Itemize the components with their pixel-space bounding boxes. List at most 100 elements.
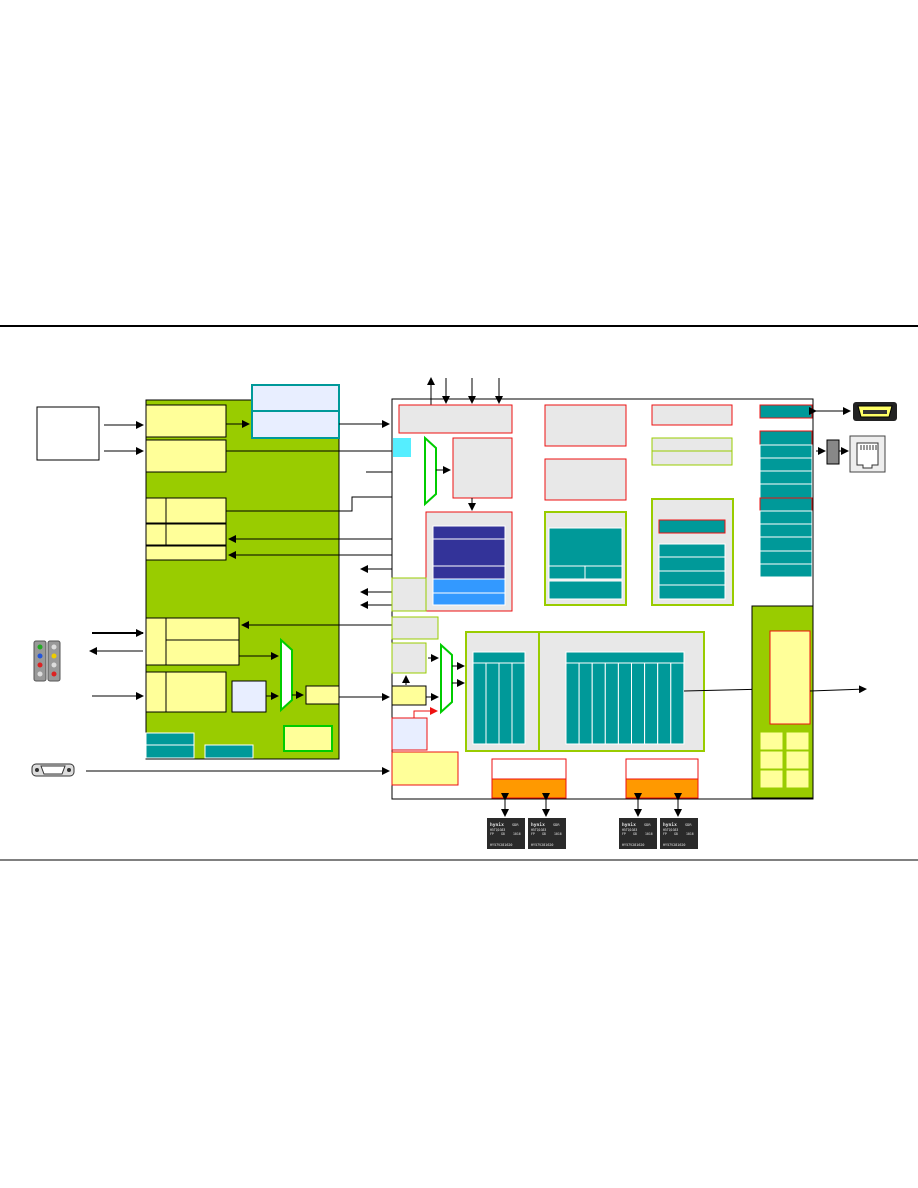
memory-controller-row-3 [658, 556, 726, 572]
pipeline-b-header [565, 651, 685, 664]
frontend-block-3 [165, 497, 227, 524]
audio-mux [280, 637, 293, 713]
memory-chip-label: SDR [685, 823, 692, 827]
audio-block-side-2 [145, 671, 167, 713]
graphics-module-row-3 [548, 580, 623, 600]
frontend-teal-3 [204, 744, 254, 759]
pipeline-a-column [485, 662, 500, 745]
graphics-module-row-2a [548, 565, 586, 580]
memory-interface-2-bar [625, 778, 699, 799]
graphics-module-row-1 [548, 527, 623, 567]
memory-controller-row-4 [658, 570, 726, 586]
output-cell-4 [785, 750, 810, 770]
frontend-block-1 [145, 404, 227, 438]
memory-chip-label: hynix [490, 822, 504, 828]
memory-chip-label: 1016 [513, 832, 521, 836]
output-cell-6 [785, 769, 810, 789]
graphics-module-row-2b [584, 565, 623, 580]
decoder-block-upper [251, 384, 340, 412]
memory-chip-label: FP [490, 832, 494, 836]
output-cell-3 [759, 750, 784, 770]
memory-interface-2-top [625, 758, 699, 780]
memory-links [501, 793, 682, 817]
memory-chip-label: 1016 [686, 832, 694, 836]
audio-block-side-1 [145, 617, 167, 666]
scaler-row-1 [432, 525, 506, 540]
pipeline-a-columns [472, 662, 526, 745]
decoder-block-lower [251, 410, 340, 439]
gray-block-c [651, 404, 733, 426]
pipeline-b-column [644, 662, 659, 745]
pipeline-b-column [670, 662, 685, 745]
memory-chip-label: SDR [512, 823, 519, 827]
video-input-mux [424, 435, 437, 507]
side-block-yellow-2 [391, 751, 459, 786]
input-source-box [36, 406, 100, 461]
memory-chip-label: HY57V281620 [622, 843, 644, 847]
output-cell-2 [785, 731, 810, 751]
memory-chip-body [487, 818, 525, 849]
pipeline-b-column [565, 662, 580, 745]
memory-chip-body [660, 818, 698, 849]
io-row-3 [759, 444, 813, 459]
output-cell-1 [759, 731, 784, 751]
memory-chip-label: FP [531, 832, 535, 836]
memory-chip-label: H5TQ1G63 [531, 828, 546, 832]
memory-chip-label: hynix [663, 822, 677, 828]
io-row-12 [759, 563, 813, 578]
video-processor-block [452, 437, 513, 499]
io-row-8 [759, 510, 813, 525]
memory-interface-1-top [491, 758, 567, 780]
memory-interface-1-bar [491, 778, 567, 799]
side-block-gray-2 [391, 616, 439, 640]
ethernet-adapter-block [826, 439, 840, 465]
pipeline-b-columns [565, 662, 685, 745]
power-block [283, 725, 333, 752]
audio-out-block [305, 685, 340, 705]
io-row-1 [759, 404, 813, 419]
memory-chip-body [528, 818, 566, 849]
memory-chip-label: G8 [542, 832, 546, 836]
link-fe3-to-soc-mux [226, 493, 423, 512]
link-output-to-panel [809, 685, 867, 694]
memory-controller-row-2 [658, 543, 726, 558]
pipeline-a-column [498, 662, 513, 745]
gray-block-c2 [651, 437, 733, 452]
io-row-2 [759, 430, 813, 446]
frontend-block-5 [145, 545, 227, 561]
gray-block-a [544, 404, 627, 447]
memory-chip-label: 1016 [645, 832, 653, 836]
gray-block-c3 [651, 450, 733, 466]
ethernet-port-icon [849, 435, 886, 473]
frontend-small-block-b [145, 523, 167, 546]
scaler-row-3 [432, 565, 506, 580]
pipeline-a-column [472, 662, 487, 745]
side-block-gray-1 [391, 577, 427, 612]
memory-chip-body [619, 818, 657, 849]
memory-chip-label: FP [663, 832, 667, 836]
side-block-gray-3 [391, 642, 427, 674]
side-block-lavender [391, 717, 428, 751]
memory-chip-label: FP [622, 832, 626, 836]
memory-chip-label: SDR [644, 823, 651, 827]
memory-chip-label: HY57V281620 [531, 843, 553, 847]
memory-chip-label: hynix [622, 822, 636, 828]
memory-chip-label: G8 [501, 832, 505, 836]
pipeline-b-column [604, 662, 619, 745]
audio-block-1 [165, 617, 240, 641]
audio-block-3 [165, 671, 227, 713]
frontend-teal-2 [145, 744, 195, 759]
io-row-7 [759, 497, 813, 512]
control-interface-block [398, 404, 513, 434]
io-row-6 [759, 483, 813, 499]
pipeline-b-column [617, 662, 633, 745]
scaler-row-5 [432, 592, 506, 606]
memory-controller-row-5 [658, 584, 726, 600]
output-block [769, 630, 811, 725]
frontend-small-block-a [145, 497, 167, 524]
